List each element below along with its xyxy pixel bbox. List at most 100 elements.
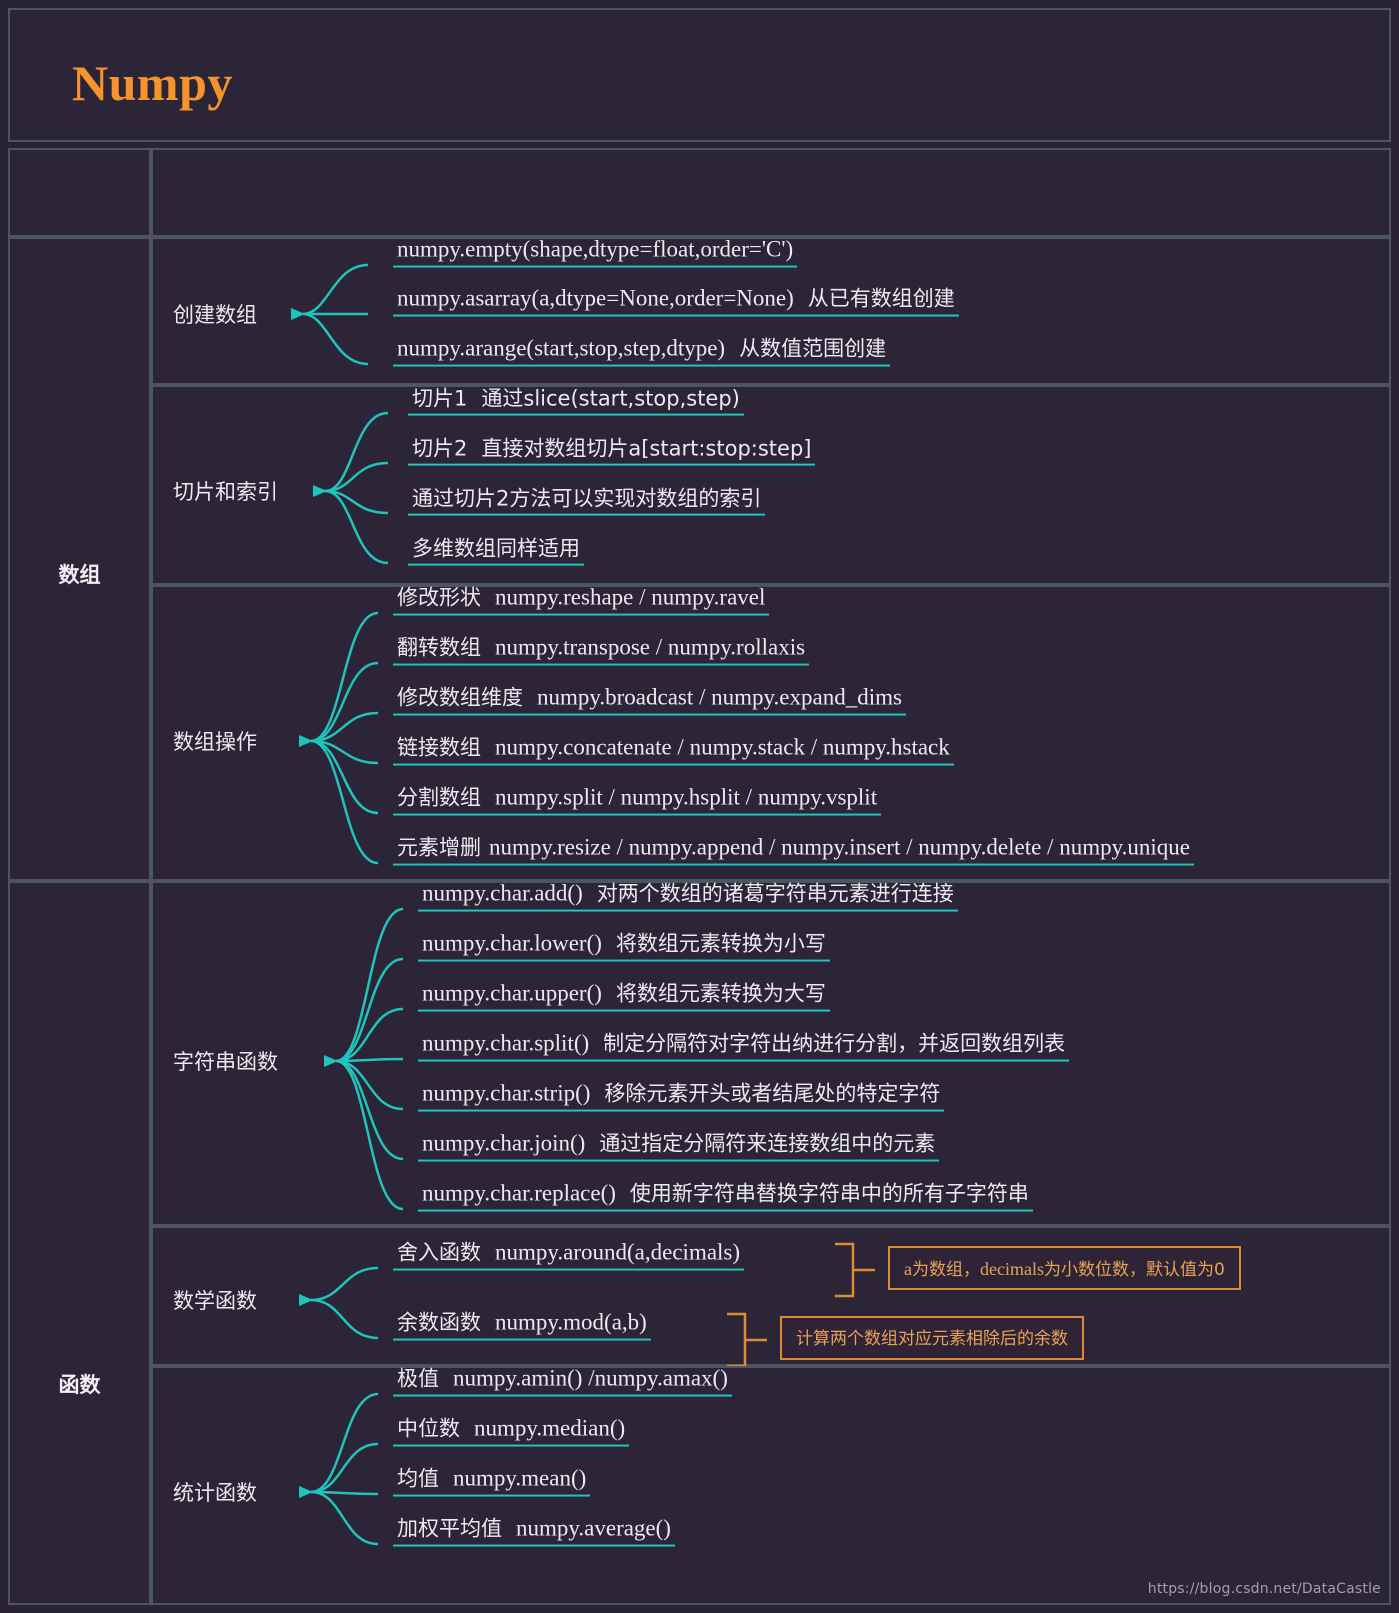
leaf-code: 多维数组同样适用 <box>412 536 580 561</box>
leaf-code: numpy.char.strip() <box>422 1080 591 1106</box>
leaf-code: numpy.char.lower() <box>422 930 602 956</box>
node-label-stat-functions: 统计函数 <box>173 1481 257 1505</box>
branch-connector <box>299 1392 379 1546</box>
leaf-item: 极值 numpy.amin() /numpy.amax() <box>393 1366 732 1397</box>
section-cell-slice-index: 切片和索引 切片1 通过slice(start,stop,step) 切片2 直接对… <box>151 385 1391 585</box>
leaf-item: 分割数组 numpy.split / numpy.hsplit / numpy.v… <box>393 784 882 816</box>
callout-mod: 计算两个数组对应元素相除后的余数 <box>780 1316 1084 1360</box>
leaf-item: numpy.char.split() 制定分隔符对字符出纳进行分割，并返回数组列表 <box>418 1030 1070 1062</box>
leaf-item: numpy.char.strip() 移除元素开头或者结尾处的特定字符 <box>418 1080 945 1112</box>
leaf-code: 中位数 <box>397 1416 460 1441</box>
leaf-code: 切片2 <box>412 436 468 461</box>
leaf-item: 中位数 numpy.median() <box>393 1415 630 1447</box>
leaf-note: numpy.mod(a,b) <box>495 1309 647 1335</box>
leaf-code: 修改形状 <box>397 585 481 610</box>
leaf-code: 加权平均值 <box>397 1516 502 1541</box>
leaf-code: numpy.arange(start,stop,step,dtype) <box>397 335 726 361</box>
leaf-code: 元素增删 <box>397 835 481 860</box>
leaf-note: numpy.concatenate / numpy.stack / numpy.… <box>495 734 950 760</box>
leaf-item: numpy.arange(start,stop,step,dtype) 从数值范围… <box>393 335 891 367</box>
leaf-note: 直接对数组切片a[start:stop:step] <box>481 436 812 461</box>
leaf-item: 余数函数 numpy.mod(a,b) <box>393 1310 651 1341</box>
leaf-code: 分割数组 <box>397 785 481 810</box>
leaf-note: numpy.resize / numpy.append / numpy.inse… <box>489 834 1190 860</box>
node-label-array-ops: 数组操作 <box>173 730 257 754</box>
leaf-note: numpy.around(a,decimals) <box>495 1239 741 1265</box>
leaf-note: numpy.mean() <box>453 1465 587 1491</box>
leaf-note: 从数值范围创建 <box>739 336 887 361</box>
branch-string-functions: 字符串函数 numpy.char.add()对两个数组的诸葛字符串元素进行连接 … <box>153 881 1389 1224</box>
callout-code: a <box>904 1259 912 1279</box>
leaf-note: numpy.split / numpy.hsplit / numpy.vspli… <box>495 784 878 810</box>
leaf-note: 从已有数组创建 <box>807 286 955 311</box>
leaf-item: 多维数组同样适用 <box>408 537 584 566</box>
leaf-item: numpy.char.add()对两个数组的诸葛字符串元素进行连接 <box>418 881 958 912</box>
leaf-item: 修改数组维度 numpy.broadcast / numpy.expand_dim… <box>393 685 906 716</box>
leaf-note: numpy.average() <box>516 1515 671 1541</box>
section-cell-math-functions: 数学函数 舍入函数 numpy.around(a,decimals) 余数函数 nu… <box>151 1226 1391 1368</box>
watermark: https://blog.csdn.net/DataCastle <box>1147 1581 1381 1597</box>
leaf-note: 通过指定分隔符来连接数组中的元素 <box>599 1131 936 1156</box>
branch-connector <box>313 411 389 565</box>
leaf-note: 通过slice(start,stop,step) <box>481 386 740 411</box>
leaf-note: 将数组元素转换为大写 <box>615 981 826 1006</box>
leaf-note: numpy.broadcast / numpy.expand_dims <box>537 684 902 710</box>
leaf-item: numpy.char.upper()将数组元素转换为大写 <box>418 981 830 1012</box>
leaf-item: numpy.char.replace() 使用新字符串替换字符串中的所有子字符串 <box>418 1181 1033 1212</box>
leaf-item: 切片1 通过slice(start,stop,step) <box>408 387 744 416</box>
leaf-item: 链接数组 numpy.concatenate / numpy.stack / nu… <box>393 735 954 766</box>
leaf-item: numpy.asarray(a,dtype=None,order=None) 从已… <box>393 286 959 317</box>
leaf-code: 余数函数 <box>397 1310 481 1335</box>
leaf-note: numpy.amin() /numpy.amax() <box>453 1365 728 1391</box>
leaf-item: 均值 numpy.mean() <box>393 1465 591 1497</box>
callout-text: 计算两个数组对应元素相除后的余数 <box>796 1329 1068 1349</box>
node-label-slice-index: 切片和索引 <box>173 480 278 504</box>
leaf-code: 修改数组维度 <box>397 685 523 710</box>
leaf-item: numpy.char.lower() 将数组元素转换为小写 <box>418 931 830 962</box>
leaf-code: 极值 <box>397 1366 439 1391</box>
category-cell-function: 函数 <box>8 881 151 1605</box>
node-label-math-functions: 数学函数 <box>173 1289 257 1313</box>
leaf-note: 对两个数组的诸葛字符串元素进行连接 <box>596 881 954 906</box>
leaf-code: numpy.asarray(a,dtype=None,order=None) <box>397 285 794 311</box>
leaf-item: 通过切片2方法可以实现对数组的索引 <box>408 486 766 516</box>
leaf-code: 翻转数组 <box>397 635 481 660</box>
category-label-array: 数组 <box>58 563 101 587</box>
leaf-note: numpy.median() <box>474 1415 626 1441</box>
section-cell-string-functions: 字符串函数 numpy.char.add()对两个数组的诸葛字符串元素进行连接 … <box>151 881 1391 1226</box>
leaf-note: 将数组元素转换为小写 <box>615 931 826 956</box>
leaf-code: numpy.char.replace() <box>422 1180 616 1206</box>
branch-arrow <box>299 735 313 747</box>
leaf-code: 切片1 <box>412 386 468 411</box>
callout-text: 为小数位数，默认值为0 <box>1043 1260 1225 1280</box>
leaf-code: 舍入函数 <box>397 1240 481 1265</box>
leaf-item: 元素增删 numpy.resize / numpy.append / numpy.… <box>393 835 1194 866</box>
leaf-item: 修改形状 numpy.reshape / numpy.ravel <box>393 584 770 616</box>
leaf-note: numpy.reshape / numpy.ravel <box>495 584 766 610</box>
node-label-create-array: 创建数组 <box>173 303 257 327</box>
leaf-item: 加权平均值 numpy.average() <box>393 1516 675 1547</box>
leaf-code: numpy.char.join() <box>422 1130 586 1156</box>
branch-slice-index: 切片和索引 切片1 通过slice(start,stop,step) 切片2 直接对… <box>153 387 1389 583</box>
branch-arrow <box>299 1294 313 1306</box>
section-cell-create-array: 创建数组 numpy.empty(shape,dtype=float,order… <box>151 237 1391 385</box>
leaf-code: numpy.char.split() <box>422 1030 590 1056</box>
leaf-item: 舍入函数 numpy.around(a,decimals) <box>393 1239 745 1271</box>
leaf-code: 通过切片2方法可以实现对数组的索引 <box>412 486 762 511</box>
callout-code: decimals <box>980 1259 1044 1279</box>
branch-math-functions: 数学函数 舍入函数 numpy.around(a,decimals) 余数函数 nu… <box>153 1228 1389 1368</box>
leaf-note: numpy.transpose / numpy.rollaxis <box>495 634 806 660</box>
leaf-code: numpy.empty(shape,dtype=float,order='C') <box>397 236 794 262</box>
leaf-code: 均值 <box>397 1466 439 1491</box>
leaf-item: numpy.char.join() 通过指定分隔符来连接数组中的元素 <box>418 1130 940 1162</box>
category-cell-empty <box>8 148 151 237</box>
callout-around: a为数组，decimals为小数位数，默认值为0 <box>888 1246 1241 1290</box>
section-cell-array-ops: 数组操作 修改形状 numpy.reshape / numpy.ravel 翻转数… <box>151 585 1391 881</box>
node-label-string-functions: 字符串函数 <box>173 1050 278 1074</box>
leaf-code: 链接数组 <box>397 735 481 760</box>
leaf-note: 移除元素开头或者结尾处的特定字符 <box>604 1081 941 1106</box>
leaf-note: 制定分隔符对字符出纳进行分割，并返回数组列表 <box>603 1031 1066 1056</box>
leaf-note: 使用新字符串替换字符串中的所有子字符串 <box>629 1181 1029 1206</box>
branch-create-array: 创建数组 numpy.empty(shape,dtype=float,order… <box>153 236 1389 383</box>
